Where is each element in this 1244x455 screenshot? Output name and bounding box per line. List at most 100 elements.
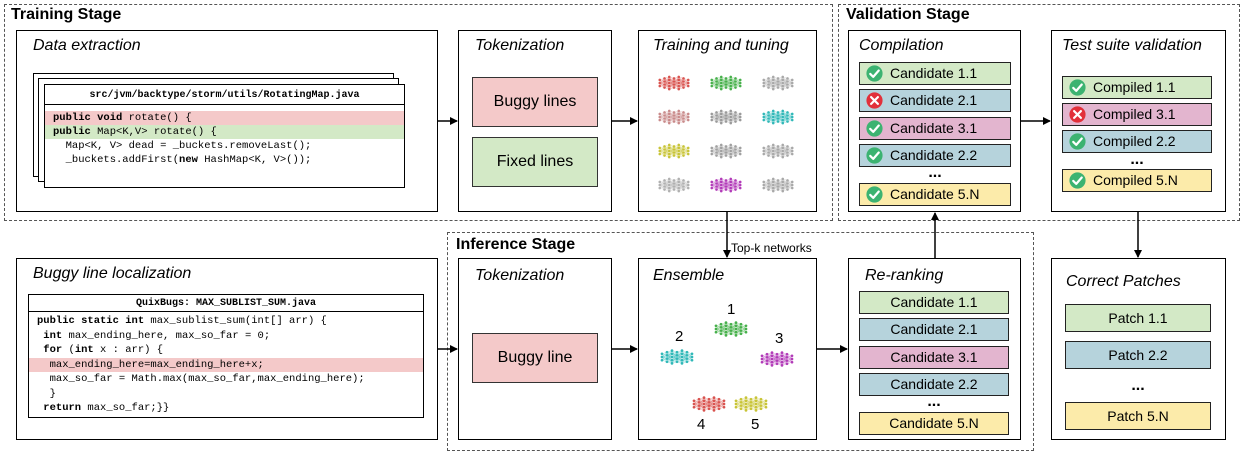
code-keyword: public static int [37,315,145,327]
check-icon [866,147,883,164]
code-keyword: int [74,344,94,356]
patch-item: Patch 5.N [1065,402,1211,430]
rerank-item-label: Candidate 5.N [889,415,979,431]
patch-item-label: Patch 5.N [1107,408,1169,424]
patch-item-label: Patch 1.1 [1108,310,1168,326]
cross-icon [866,92,883,109]
code-text: rotate() { [122,112,192,124]
candidate-item: Candidate 1.1 [859,62,1011,85]
inference-stage-frame [447,232,1034,451]
cross-icon [1069,106,1086,123]
training-tuning-title: Training and tuning [653,37,789,54]
code-line: max_ending_here=max_ending_here+x; [29,357,423,372]
validation-stage-frame [838,4,1240,221]
code-text: max_sublist_sum(int[] arr) { [144,315,327,327]
code-text: HashMap<K, V>()); [197,154,312,166]
rerank-item: Candidate 2.2 [859,373,1009,396]
compiled-item-label: Compiled 5.N [1093,172,1178,188]
code-line: int max_ending_here, max_so_far = 0; [29,329,423,344]
code-line: } [29,387,423,402]
network-number-label: 3 [775,330,783,347]
compiled-item: Compiled 3.1 [1062,103,1212,126]
code-snippet-inference: QuixBugs: MAX_SUBLIST_SUM.java public st… [28,294,424,418]
code-keyword: for [37,344,63,356]
network-number-label: 5 [751,416,759,433]
neural-network-icon [760,351,794,367]
code-text: x : arr) { [93,344,164,356]
code-file-name: src/jvm/backtype/storm/utils/RotatingMap… [45,88,404,105]
code-text: Map<K,V> rotate() { [90,126,217,138]
neural-network-icon [658,177,690,193]
fixed-lines-token: Fixed lines [472,137,598,187]
candidate-item-label: Candidate 3.1 [890,120,978,136]
code-snippet-training: src/jvm/backtype/storm/utils/RotatingMap… [44,84,405,188]
ellipsis: ... [1131,377,1145,394]
reranking-title: Re-ranking [865,267,944,284]
neural-network-icon [658,109,690,125]
buggy-line-token: Buggy line [472,333,598,383]
candidate-item: Candidate 2.2 [859,144,1011,167]
neural-network-icon [660,349,694,365]
tokenization-training-title: Tokenization [475,37,565,54]
rerank-item-label: Candidate 2.1 [890,321,978,337]
candidate-item: Candidate 5.N [859,183,1011,206]
neural-network-grid [658,75,794,193]
patch-item: Patch 1.1 [1065,304,1211,332]
rerank-item-label: Candidate 1.1 [890,294,978,310]
candidate-item-label: Candidate 1.1 [890,65,978,81]
neural-network-icon [762,177,794,193]
training-stage-title: Training Stage [11,6,122,23]
correct-patches-title: Correct Patches [1066,273,1181,290]
candidate-item: Candidate 2.1 [859,89,1011,112]
code-line: return max_so_far;}} [29,401,423,416]
code-keyword: int [37,329,63,342]
code-line: _buckets.addFirst(new HashMap<K, V>()); [45,153,404,167]
neural-network-icon [710,109,742,125]
tokenization-inference-box: Tokenization Buggy line [458,258,612,440]
localization-box: Buggy line localization QuixBugs: MAX_SU… [16,258,438,440]
code-keyword: return [37,402,82,414]
compilation-title: Compilation [859,37,944,54]
code-line: public void rotate() { [45,111,404,125]
code-text: max_so_far;}} [81,402,170,414]
compiled-item-label: Compiled 2.2 [1093,133,1176,149]
ellipsis: ... [928,164,942,181]
rerank-item: Candidate 5.N [859,412,1009,435]
check-icon [1069,133,1086,150]
check-icon [866,186,883,203]
code-text: max_ending_here, max_so_far = 0; [62,329,271,342]
network-number-label: 2 [675,328,683,345]
code-text: _buckets.addFirst( [53,154,180,166]
check-icon [866,65,883,82]
code-keyword: public [53,126,91,138]
neural-network-icon [658,143,690,159]
compiled-item: Compiled 5.N [1062,169,1212,192]
buggy-lines-token: Buggy lines [472,77,598,127]
code-line: Map<K, V> dead = _buckets.removeLast(); [45,139,404,153]
code-line: public static int max_sublist_sum(int[] … [29,314,423,329]
rerank-item: Candidate 2.1 [859,318,1009,341]
check-icon [1069,79,1086,96]
neural-network-icon [762,109,794,125]
neural-network-icon [692,396,726,412]
test-suite-title: Test suite validation [1062,37,1202,54]
neural-network-icon [762,75,794,91]
patch-item-label: Patch 2.2 [1108,347,1168,363]
code-line: max_so_far = Math.max(max_so_far,max_end… [29,372,423,387]
code-text: Map<K, V> dead = _buckets.removeLast(); [53,140,312,152]
tokenization-inference-title: Tokenization [475,267,565,284]
neural-network-icon [710,143,742,159]
rerank-item-label: Candidate 2.2 [890,376,978,392]
top-k-networks-label: Top-k networks [731,241,812,255]
code-keyword: new [179,154,198,166]
validation-stage-title: Validation Stage [846,6,970,23]
data-extraction-box: Data extraction src/jvm/backtype/storm/u… [16,30,438,212]
